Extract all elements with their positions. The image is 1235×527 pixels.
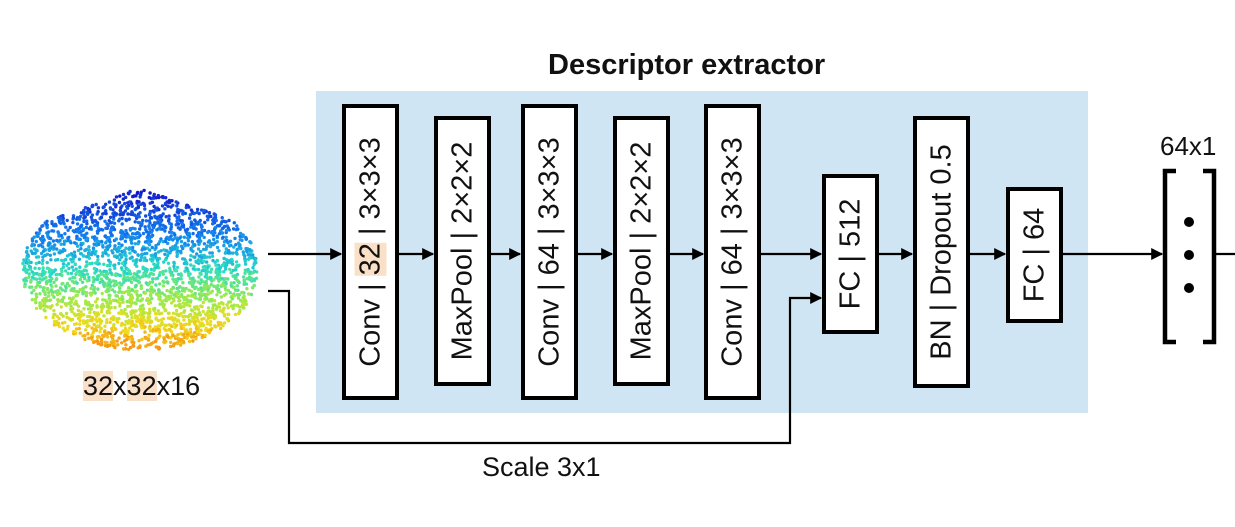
layer-bn-dropout: BN | Dropout 0.5	[913, 116, 970, 388]
diagram-title: Descriptor extractor	[548, 49, 826, 81]
output-bracket-right	[1203, 168, 1217, 345]
scale-label: Scale 3x1	[482, 452, 601, 482]
layer-fc2: FC | 64	[1006, 187, 1063, 323]
point-cloud-image	[21, 188, 259, 352]
input-dim-rest: x16	[156, 371, 201, 401]
output-vector-bracket	[1162, 168, 1217, 345]
output-dot-3	[1184, 283, 1194, 293]
layer-maxpool2: MaxPool | 2×2×2	[613, 116, 670, 386]
output-dimensions-label: 64x1	[1160, 131, 1217, 161]
layer-conv1: Conv | 32 | 3×3×3	[342, 104, 399, 400]
input-dim-highlight-1: 32	[83, 371, 114, 401]
layer-maxpool1: MaxPool | 2×2×2	[434, 116, 491, 386]
input-dimensions-label: 32x32x16	[83, 371, 200, 402]
layer-conv2: Conv | 64 | 3×3×3	[521, 104, 578, 400]
input-dim-sep-1: x	[113, 371, 127, 401]
layer-fc1: FC | 512	[822, 174, 879, 334]
output-bracket-left	[1162, 168, 1176, 345]
layer-conv3: Conv | 64 | 3×3×3	[704, 104, 761, 400]
output-dot-1	[1184, 217, 1194, 227]
scale-skip-connection	[268, 289, 823, 445]
output-dot-2	[1184, 250, 1194, 260]
input-dim-highlight-2: 32	[126, 371, 157, 401]
